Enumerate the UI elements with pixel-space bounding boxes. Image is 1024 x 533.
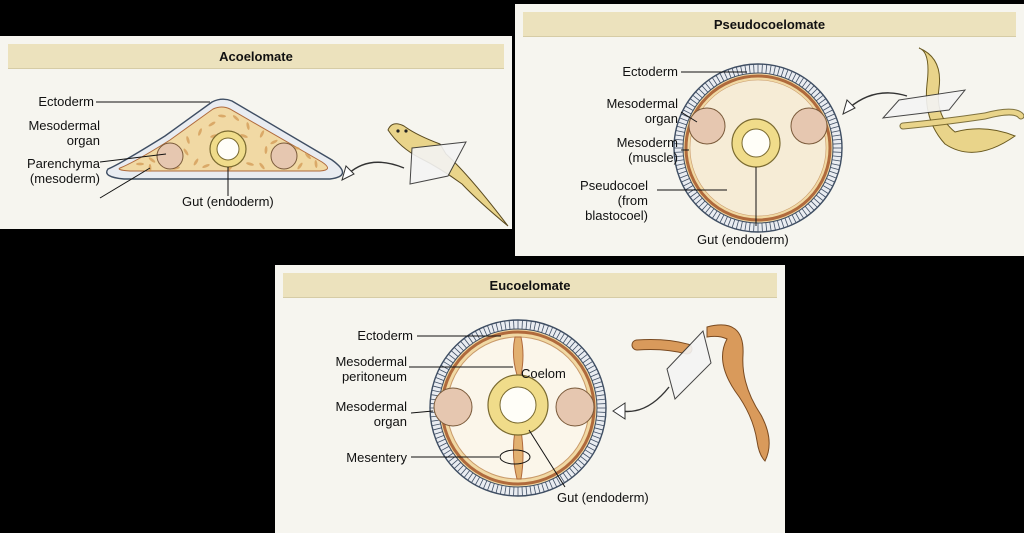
- acoelomate-arrow: [347, 161, 405, 175]
- eucoelomate-mesodermal-organ-right: [555, 387, 595, 427]
- pseudocoelomate-label-mesodermal-organ: Mesodermal organ: [606, 96, 678, 126]
- eucoelomate-title: Eucoelomate: [283, 273, 777, 298]
- pseudocoelomate-diagram: [657, 47, 1024, 233]
- eucoelomate-label-coelom: Coelom: [521, 366, 566, 381]
- eucoelomate-diagram: [409, 319, 770, 497]
- pseudocoelomate-title: Pseudocoelomate: [523, 12, 1016, 37]
- earthworm-icon: [706, 324, 770, 462]
- acoelomate-label-parenchyma: Parenchyma (mesoderm): [27, 156, 100, 186]
- pseudocoelomate-muscle: [684, 74, 832, 222]
- eucoelomate-panel: Eucoelomate Ect: [275, 265, 785, 533]
- pseudocoelomate-arrow: [848, 92, 908, 109]
- acoelomate-mesodermal-organ-right: [270, 142, 298, 170]
- pseudocoelomate-label-ectoderm: Ectoderm: [622, 64, 678, 79]
- eucoelomate-section-plane: [666, 329, 712, 400]
- pseudocoelomate-label-mesoderm: Mesoderm (muscle): [616, 135, 678, 165]
- eucoelomate-mesodermal-organ-left: [433, 387, 473, 427]
- eucoelomate-label-gut: Gut (endoderm): [557, 490, 649, 505]
- acoelomate-label-mesodermal-organ: Mesodermal organ: [28, 118, 100, 148]
- pseudocoelomate-mesodermal-organ-right: [790, 107, 828, 145]
- pseudocoelomate-label-pseudocoel: Pseudocoel (from blastocoel): [580, 178, 648, 223]
- pseudocoelomate-mesodermal-organ-left: [688, 107, 726, 145]
- acoelomate-section-plane: [409, 141, 467, 185]
- pseudocoelomate-section-plane: [881, 89, 967, 119]
- acoelomate-panel: Acoelomate Ectoderm Mesodermal organ Par…: [0, 36, 512, 229]
- eucoelomate-label-mesodermal-organ: Mesodermal organ: [335, 399, 407, 429]
- acoelomate-title: Acoelomate: [8, 44, 504, 69]
- pseudocoelomate-label-gut: Gut (endoderm): [697, 232, 789, 247]
- roundworm-icon: [918, 47, 1017, 153]
- acoelomate-diagram: [96, 98, 509, 227]
- acoelomate-label-ectoderm: Ectoderm: [38, 94, 94, 109]
- acoelomate-label-gut: Gut (endoderm): [182, 194, 274, 209]
- eucoelomate-label-mesentery: Mesentery: [346, 450, 407, 465]
- pseudocoelomate-panel: Pseudocoelomate Ectoderm Mes: [515, 4, 1024, 256]
- eucoelomate-label-peritoneum: Mesodermal peritoneum: [335, 354, 407, 384]
- eucoelomate-label-ectoderm: Ectoderm: [357, 328, 413, 343]
- eucoelomate-arrow: [620, 386, 670, 413]
- acoelomate-mesodermal-organ-left: [156, 142, 184, 170]
